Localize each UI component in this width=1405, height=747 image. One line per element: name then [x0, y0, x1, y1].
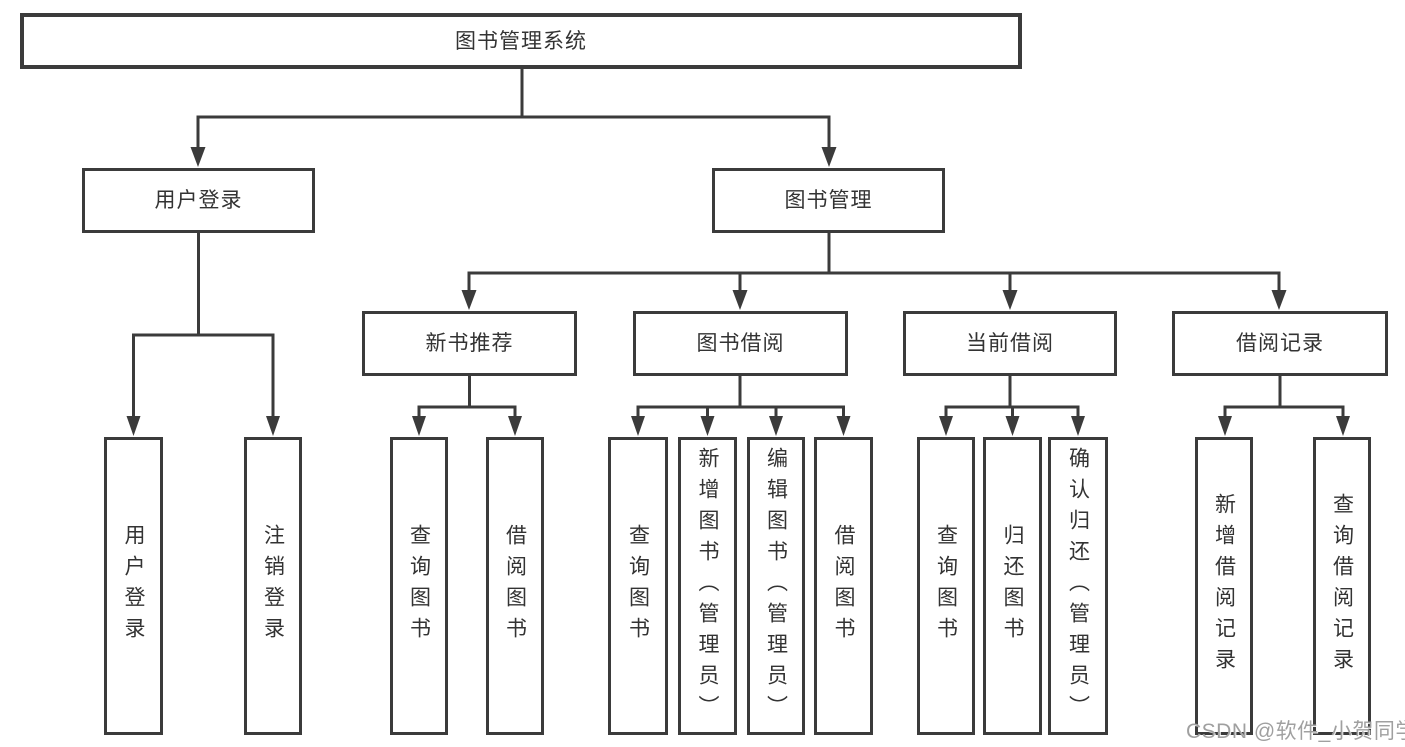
node-label: 新增图书（管理员）	[696, 446, 719, 726]
node-label: 查询图书	[934, 524, 958, 648]
node-label: 新增借阅记录	[1212, 493, 1236, 679]
node-label: 图书借阅	[696, 332, 785, 355]
leaf-edit-books-admin: 编辑图书（管理员）	[747, 437, 805, 735]
connector-book-mgmt-branch	[467, 271, 1281, 292]
arrowhead	[1002, 290, 1018, 310]
node-label: 当前借阅	[966, 332, 1054, 355]
arrowhead	[700, 416, 715, 436]
arrowhead	[461, 290, 477, 310]
csdn-watermark: CSDN @软件_小贺同学	[1186, 720, 1405, 743]
node-label: 图书管理系统	[455, 29, 587, 53]
leaf-return-books: 归还图书	[983, 437, 1042, 735]
leaf-query-borrow-record: 查询借阅记录	[1313, 437, 1371, 735]
arrowhead	[412, 416, 426, 436]
node-label: 借阅记录	[1236, 332, 1324, 355]
connector-borrow-records-branch	[1223, 405, 1345, 418]
leaf-query-books-3: 查询图书	[917, 437, 975, 735]
node-label: 借阅图书	[832, 524, 855, 648]
arrowhead	[631, 416, 645, 436]
node-label: 新书推荐	[425, 332, 514, 355]
leaf-query-books-2: 查询图书	[608, 437, 668, 735]
leaf-borrow-books-1: 借阅图书	[486, 437, 544, 735]
node-user-login: 用户登录	[82, 168, 315, 233]
leaf-borrow-books-2: 借阅图书	[814, 437, 873, 735]
leaf-add-books-admin: 新增图书（管理员）	[678, 437, 737, 735]
leaf-logout: 注销登录	[244, 437, 302, 735]
node-label: 查询借阅记录	[1330, 493, 1354, 679]
node-new-book-recommendation: 新书推荐	[362, 311, 577, 376]
arrowhead	[508, 416, 522, 436]
node-borrowing-records: 借阅记录	[1172, 311, 1388, 376]
arrowhead	[1271, 290, 1287, 310]
leaf-confirm-return-admin: 确认归还（管理员）	[1048, 437, 1108, 735]
node-label: 查询图书	[626, 524, 650, 648]
arrowhead	[939, 416, 953, 436]
connector-root-branch	[196, 115, 831, 150]
node-label: 查询图书	[407, 524, 431, 648]
connector-book-borrow-branch	[636, 405, 845, 418]
arrowhead	[1218, 416, 1232, 436]
node-label: 用户登录	[122, 524, 145, 648]
node-label: 用户登录	[154, 189, 243, 212]
node-label: 注销登录	[261, 524, 285, 648]
connector-user-login-branch	[132, 333, 275, 418]
arrowhead	[1071, 416, 1085, 436]
arrowhead	[1005, 416, 1020, 436]
arrowhead	[769, 416, 783, 436]
node-book-borrowing: 图书借阅	[633, 311, 848, 376]
arrowhead	[821, 147, 837, 167]
node-label: 图书管理	[784, 189, 873, 212]
arrowhead	[732, 290, 748, 310]
arrowhead	[126, 416, 141, 436]
node-label: 编辑图书（管理员）	[764, 446, 788, 726]
leaf-query-books-1: 查询图书	[390, 437, 448, 735]
node-book-management: 图书管理	[712, 168, 945, 233]
arrowhead	[836, 416, 851, 436]
arrowhead	[266, 416, 280, 436]
arrowhead	[190, 147, 206, 167]
node-label: 确认归还（管理员）	[1066, 446, 1090, 726]
leaf-add-borrow-record: 新增借阅记录	[1195, 437, 1253, 735]
connector-current-borrow-branch	[944, 405, 1080, 418]
connector-new-book-branch	[417, 405, 517, 418]
arrowhead	[1336, 416, 1350, 436]
node-label: 归还图书	[1001, 524, 1024, 648]
leaf-user-login: 用户登录	[104, 437, 163, 735]
node-label: 借阅图书	[503, 524, 527, 648]
node-current-borrowing: 当前借阅	[903, 311, 1117, 376]
node-library-management-system: 图书管理系统	[20, 13, 1022, 69]
